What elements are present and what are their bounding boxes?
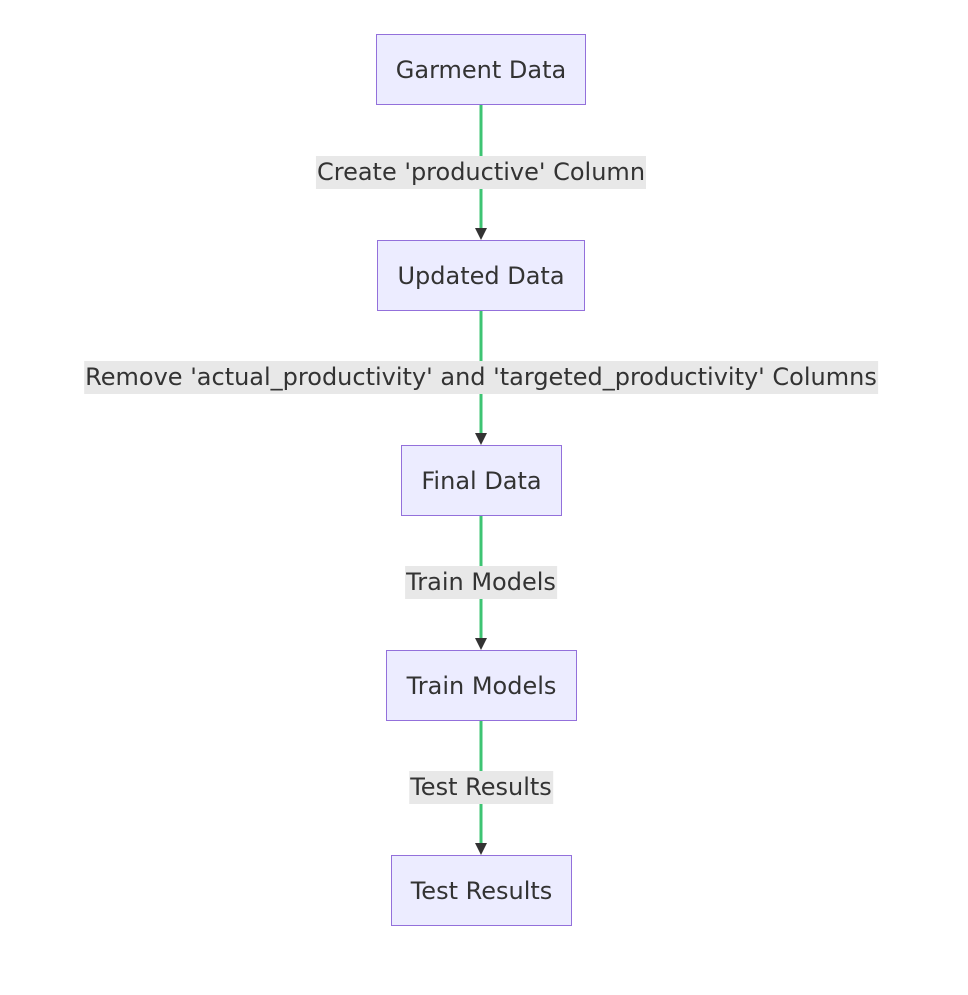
arrowhead-icon: [475, 638, 487, 650]
node-label: Updated Data: [397, 261, 565, 290]
arrowhead-icon: [475, 228, 487, 240]
node-updated-data[interactable]: Updated Data: [377, 240, 585, 311]
node-label: Garment Data: [395, 55, 567, 84]
node-final-data[interactable]: Final Data: [401, 445, 562, 516]
edge-label-train-models: Train Models: [405, 566, 557, 599]
arrowhead-icon: [475, 843, 487, 855]
node-label: Test Results: [410, 876, 553, 905]
arrowhead-icon: [475, 433, 487, 445]
edge-label-test-results: Test Results: [409, 771, 553, 804]
node-garment-data[interactable]: Garment Data: [376, 34, 586, 105]
node-train-models[interactable]: Train Models: [386, 650, 577, 721]
node-test-results[interactable]: Test Results: [391, 855, 572, 926]
edge-label-create-productive-column: Create 'productive' Column: [315, 156, 647, 189]
edge-label-remove-columns: Remove 'actual_productivity' and 'target…: [84, 361, 878, 394]
node-label: Train Models: [406, 671, 557, 700]
node-label: Final Data: [421, 466, 542, 495]
